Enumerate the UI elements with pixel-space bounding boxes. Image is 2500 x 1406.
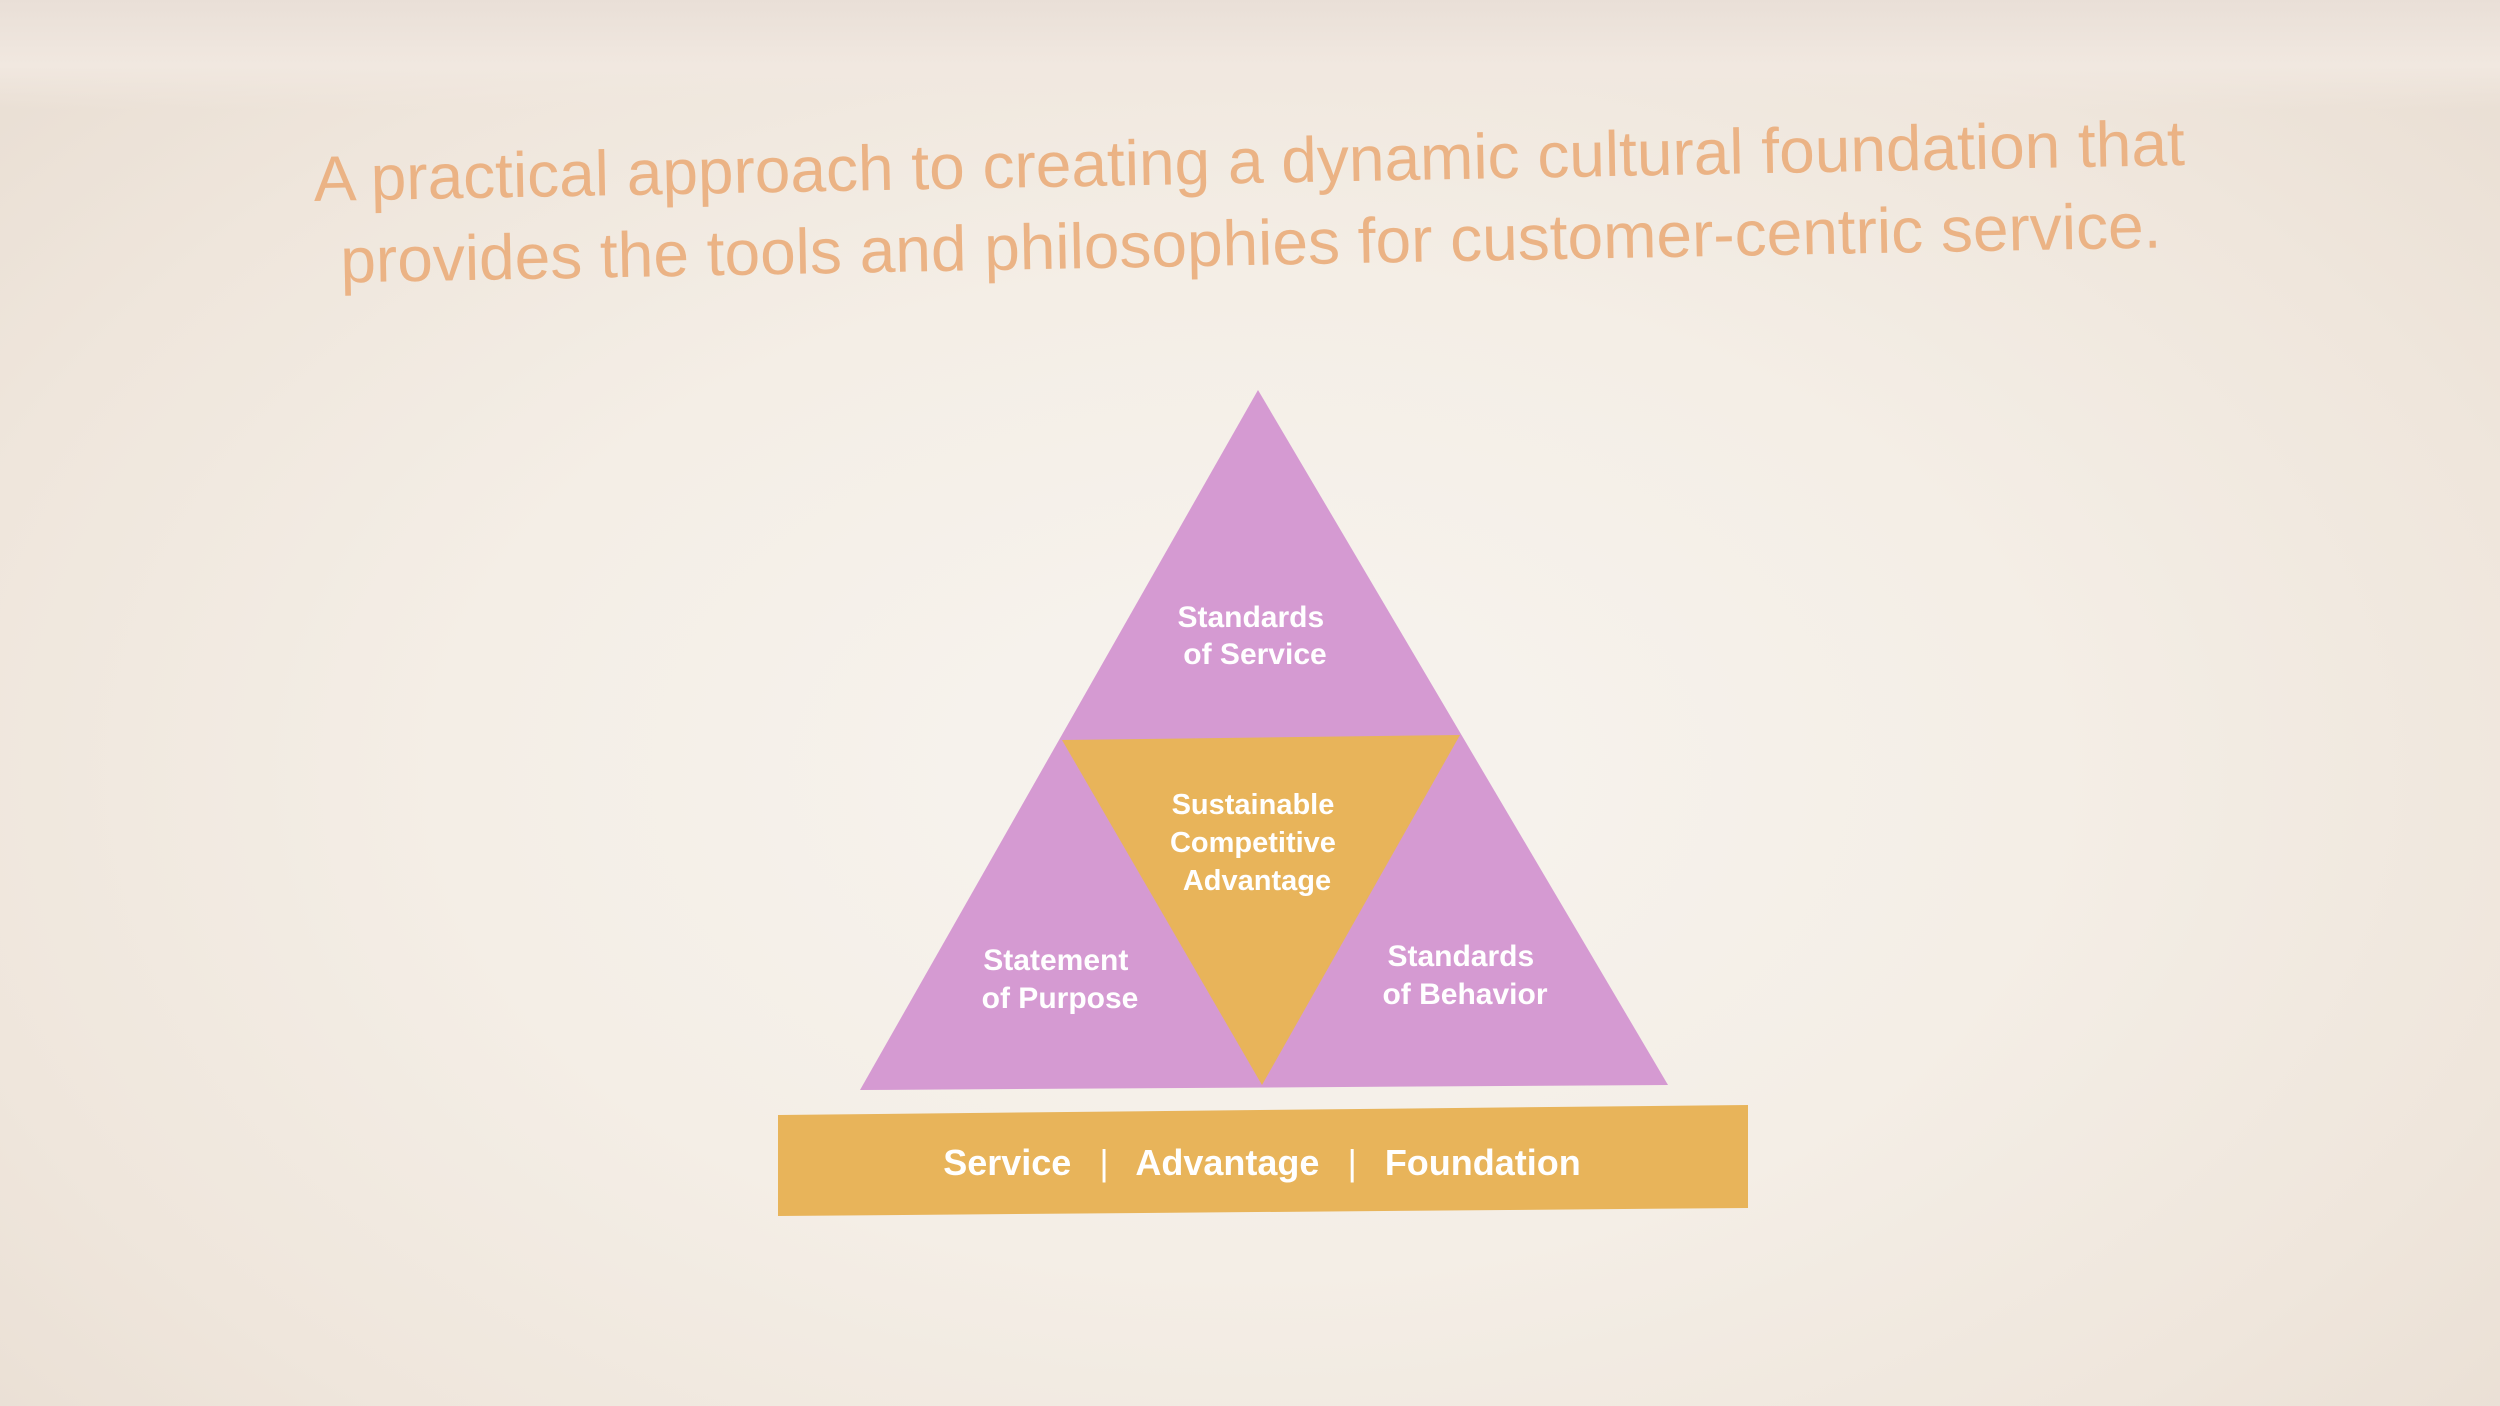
base-item-foundation: Foundation	[1385, 1142, 1581, 1183]
center-label-line-1: Sustainable	[1172, 789, 1335, 821]
base-bar	[778, 1105, 1748, 1216]
slide-top-strip	[0, 0, 2500, 110]
label-standards-of-behavior: Standards of Behavior	[1382, 940, 1547, 1011]
base-item-advantage: Advantage	[1135, 1142, 1319, 1183]
base-separator-2: |	[1347, 1142, 1356, 1183]
base-separator-1: |	[1099, 1142, 1108, 1183]
right-label-line-1: Standards	[1387, 940, 1534, 973]
top-label-line-1: Standards	[1177, 601, 1324, 634]
base-item-service: Service	[943, 1142, 1071, 1183]
label-standards-of-service: Standards of Service	[1177, 601, 1332, 671]
top-label-line-2: of Service	[1183, 638, 1326, 671]
right-label-line-2: of Behavior	[1382, 978, 1547, 1011]
left-label-line-2: of Purpose	[982, 982, 1139, 1015]
center-label-line-2: Competitive	[1170, 827, 1336, 859]
base-bar-label: Service | Advantage | Foundation	[943, 1142, 1581, 1183]
label-statement-of-purpose: Statement of Purpose	[982, 944, 1139, 1015]
label-sustainable-competitive-advantage: Sustainable Competitive Advantage	[1170, 789, 1344, 897]
left-label-line-1: Statement	[983, 944, 1128, 977]
center-label-line-3: Advantage	[1183, 865, 1331, 897]
pyramid-center-triangle	[1062, 735, 1460, 1085]
